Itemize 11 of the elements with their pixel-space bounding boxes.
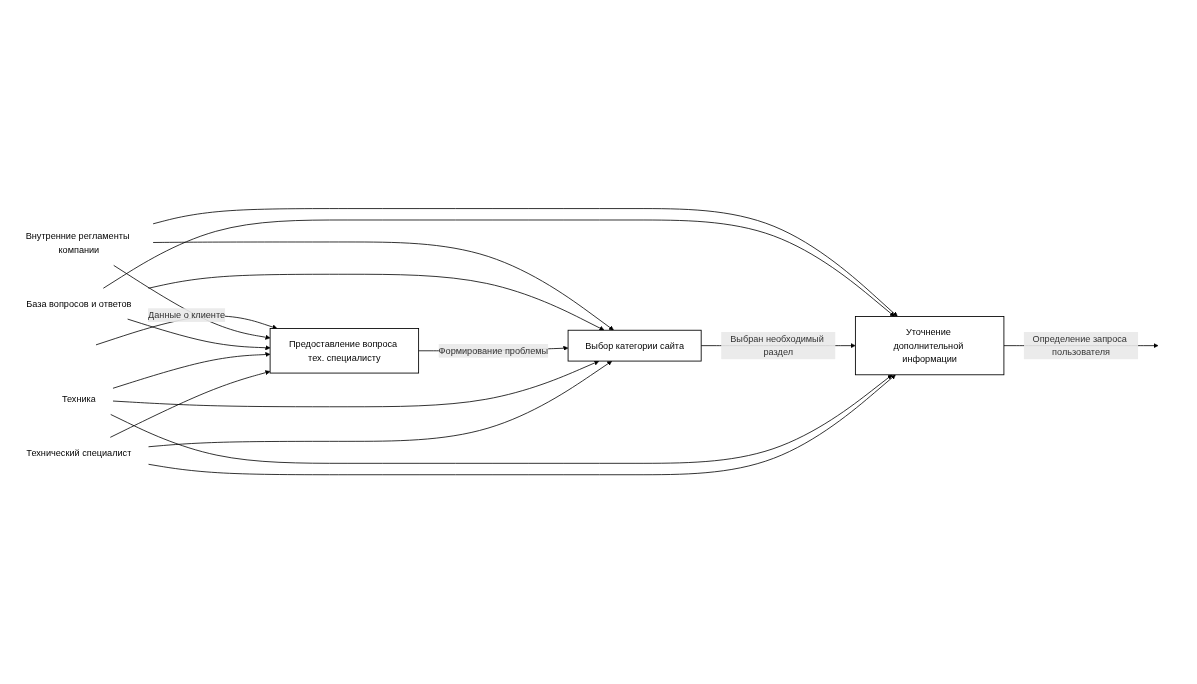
node-text: Внутренние регламенты компании [25, 231, 130, 255]
node-box: Выбор категории сайта [567, 330, 702, 362]
edge-label: Определение запроса пользователя [1032, 334, 1127, 358]
node-text: Технический специалист [26, 447, 132, 458]
edge-label: Данные о клиенте [148, 310, 226, 320]
node-text: База вопросов и ответов [26, 298, 132, 309]
node-box: Уточнение дополнительной информации [854, 316, 1005, 376]
node-box: Предоставление вопроса тех. специалисту [269, 328, 420, 374]
node-text: Техника [61, 394, 96, 404]
edge-label: Формирование проблемы [438, 346, 549, 356]
edge-label: Выбран необходимый раздел [730, 334, 824, 358]
